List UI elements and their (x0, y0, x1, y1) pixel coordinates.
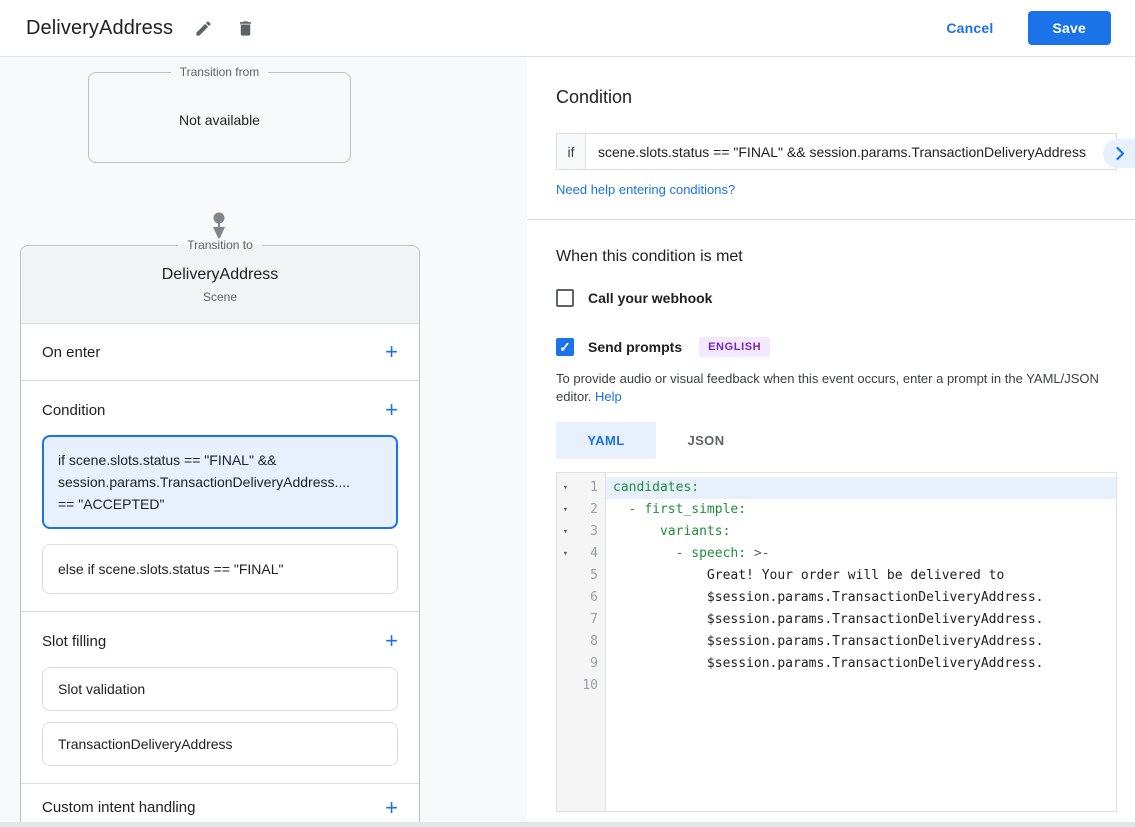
code-line: - first_simple: (628, 502, 747, 517)
on-enter-label: On enter (42, 343, 101, 361)
condition-help-link[interactable]: Need help entering conditions? (556, 182, 736, 197)
yaml-editor: ▾ 1 ▾ 2 ▾ 3 ▾ 4 5 6 7 8 9 10 candidates: - first_simp… (556, 472, 1117, 812)
code-line: - speech: >- (675, 546, 770, 561)
line-number: 6 (590, 590, 598, 605)
editor-hint: To provide audio or visual feedback when… (556, 371, 1099, 404)
scene-graph-pane: Transition from Not available Transition… (0, 57, 527, 827)
scene-card-header: DeliveryAddress Scene (21, 246, 419, 324)
tab-yaml[interactable]: YAML (556, 422, 656, 459)
if-label: if (556, 133, 585, 170)
chevron-right-icon (1116, 147, 1125, 160)
send-prompts-label: Send prompts (588, 339, 683, 355)
trash-icon[interactable] (235, 18, 255, 38)
add-slot-icon[interactable]: + (385, 628, 398, 653)
collapse-panel-button[interactable] (1103, 139, 1135, 168)
code-line: $session.params.TransactionDeliveryAddre… (613, 590, 1044, 605)
when-condition-heading: When this condition is met (556, 248, 743, 265)
on-enter-row[interactable]: On enter + (21, 324, 419, 381)
code-line: $session.params.TransactionDeliveryAddre… (613, 634, 1044, 649)
fold-arrow-icon[interactable]: ▾ (562, 527, 569, 537)
editor-code-area[interactable]: candidates: - first_simple: variants: - … (606, 473, 1116, 811)
condition-section-label: Condition (42, 401, 106, 419)
webhook-label: Call your webhook (588, 290, 713, 306)
cancel-button[interactable]: Cancel (946, 20, 994, 36)
code-line: $session.params.TransactionDeliveryAddre… (613, 656, 1044, 671)
scene-card: Transition to DeliveryAddress Scene On e… (20, 238, 420, 827)
edit-icon[interactable] (193, 18, 213, 38)
line-number: 2 (590, 502, 598, 517)
condition-card[interactable]: else if scene.slots.status == "FINAL" (42, 544, 398, 594)
editor-tabs: YAML JSON (556, 422, 1117, 459)
line-number: 3 (590, 524, 598, 539)
condition-detail-pane: Condition if Need help entering conditio… (527, 57, 1135, 827)
condition-expression-input[interactable] (585, 133, 1117, 170)
code-line: $session.params.TransactionDeliveryAddre… (613, 612, 1044, 627)
add-on-enter-icon[interactable]: + (385, 339, 398, 364)
line-number: 8 (590, 634, 598, 649)
section-divider (527, 219, 1135, 220)
send-prompts-checkbox[interactable]: ✓ (556, 338, 574, 356)
fold-arrow-icon[interactable]: ▾ (562, 505, 569, 515)
help-link[interactable]: Help (595, 389, 622, 404)
save-button[interactable]: Save (1027, 11, 1111, 45)
condition-list: if scene.slots.status == "FINAL" && sess… (42, 435, 398, 594)
line-number: 10 (582, 678, 598, 693)
line-number: 1 (590, 480, 598, 495)
line-number: 4 (590, 546, 598, 561)
tab-json[interactable]: JSON (687, 433, 725, 448)
code-line (606, 675, 1116, 697)
line-number: 5 (590, 568, 598, 583)
scene-type-label: Scene (202, 289, 238, 304)
transition-arrow (213, 212, 225, 241)
add-condition-icon[interactable]: + (385, 397, 398, 422)
code-line: candidates: (606, 477, 1116, 499)
slot-card[interactable]: TransactionDeliveryAddress (42, 722, 398, 766)
webhook-checkbox[interactable] (556, 289, 574, 307)
line-number: 9 (590, 656, 598, 671)
custom-intent-row[interactable]: Custom intent handling + (21, 784, 419, 827)
send-prompts-row: ✓ Send prompts ENGLISH (556, 337, 1117, 357)
add-custom-intent-icon[interactable]: + (385, 794, 398, 820)
slot-card[interactable]: Slot validation (42, 667, 398, 711)
transition-to-legend: Transition to (178, 238, 262, 252)
webhook-row: Call your webhook (556, 289, 1117, 307)
condition-section: Condition + if scene.slots.status == "FI… (21, 381, 419, 612)
line-number: 7 (590, 612, 598, 627)
transition-from-box: Transition from Not available (88, 65, 351, 163)
top-bar: DeliveryAddress Cancel Save (0, 0, 1135, 57)
code-line: Great! Your order will be delivered to (613, 568, 1005, 583)
fold-arrow-icon[interactable]: ▾ (562, 483, 569, 493)
transition-from-value: Not available (179, 111, 260, 128)
condition-card-selected[interactable]: if scene.slots.status == "FINAL" && sess… (42, 435, 398, 529)
detail-title: Condition (556, 87, 633, 107)
bottom-scroll-strip[interactable] (0, 822, 1135, 827)
main-area: Transition from Not available Transition… (0, 57, 1135, 827)
code-line: variants: (659, 524, 731, 539)
custom-intent-label: Custom intent handling (42, 799, 196, 816)
page-title: DeliveryAddress (26, 16, 174, 39)
transition-from-legend: Transition from (170, 65, 269, 79)
language-badge: ENGLISH (699, 337, 771, 357)
editor-gutter: ▾ 1 ▾ 2 ▾ 3 ▾ 4 5 6 7 8 9 10 (557, 473, 606, 811)
slot-filling-label: Slot filling (42, 632, 107, 650)
scene-name: DeliveryAddress (161, 265, 279, 283)
fold-arrow-icon[interactable]: ▾ (562, 549, 569, 559)
